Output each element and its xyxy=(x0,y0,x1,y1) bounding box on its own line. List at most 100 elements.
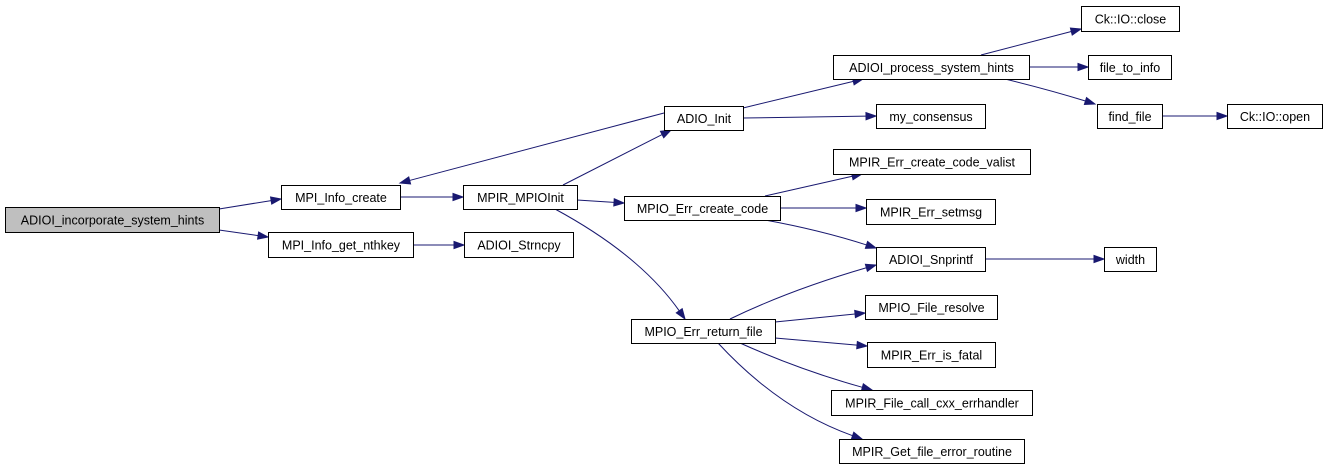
node-label: ADIOI_Strncpy xyxy=(477,239,561,253)
arrowhead-icon xyxy=(855,203,868,213)
node-find-file[interactable]: find_file xyxy=(1097,104,1163,129)
edge-line xyxy=(562,134,663,186)
node-box[interactable] xyxy=(833,55,1030,80)
node-box[interactable] xyxy=(5,207,220,233)
edge-adio-init-to-my-consensus xyxy=(742,111,878,121)
node-ck-io-close[interactable]: Ck::IO::close xyxy=(1081,6,1180,32)
node-file-to-info[interactable]: file_to_info xyxy=(1088,55,1172,80)
arrowhead-icon xyxy=(860,383,874,392)
edge-line xyxy=(774,337,858,346)
arrowhead-icon xyxy=(613,198,626,207)
arrowhead-icon xyxy=(864,263,878,273)
node-adioi-incorporate-system-hints[interactable]: ADIOI_incorporate_system_hints xyxy=(5,207,220,233)
node-box[interactable] xyxy=(876,104,986,129)
node-box[interactable] xyxy=(831,390,1033,416)
node-box[interactable] xyxy=(839,439,1025,464)
node-box[interactable] xyxy=(865,295,998,320)
edge-mpio-err-create-code-to-mpir-err-setmsg xyxy=(780,203,868,213)
arrowhead-icon xyxy=(1093,254,1106,264)
node-my-consensus[interactable]: my_consensus xyxy=(876,104,986,129)
node-label: ADIO_Init xyxy=(677,112,732,126)
node-adio-init[interactable]: ADIO_Init xyxy=(664,106,744,131)
node-ck-io-open[interactable]: Ck::IO::open xyxy=(1227,104,1323,129)
edge-line xyxy=(218,200,272,210)
node-mpio-err-create-code[interactable]: MPIO_Err_create_code xyxy=(624,196,781,221)
node-mpir-err-create-code-valist[interactable]: MPIR_Err_create_code_valist xyxy=(833,149,1031,175)
node-mpir-err-is-fatal[interactable]: MPIR_Err_is_fatal xyxy=(867,342,996,368)
edge-mpir-mpioinit-to-mpio-err-return-file xyxy=(554,208,686,321)
node-label: MPIO_Err_return_file xyxy=(644,325,762,339)
node-box[interactable] xyxy=(867,342,996,368)
node-label: MPI_Info_create xyxy=(295,191,387,205)
node-box[interactable] xyxy=(464,232,574,258)
edge-mpir-mpioinit-to-adio-init xyxy=(562,129,673,186)
node-width[interactable]: width xyxy=(1104,247,1157,272)
node-box[interactable] xyxy=(1097,104,1163,129)
edge-adioi-incorporate-system-hints-to-mpi-info-create xyxy=(218,196,283,210)
edge-mpio-err-create-code-to-mpir-err-create-code-valist xyxy=(764,172,864,197)
nodes-layer: ADIOI_incorporate_system_hints MPI_Info_c… xyxy=(5,6,1323,464)
arrowhead-icon xyxy=(1069,27,1083,36)
node-label: Ck::IO::close xyxy=(1095,13,1167,27)
node-adioi-process-system-hints[interactable]: ADIOI_process_system_hints xyxy=(833,55,1030,80)
edge-adioi-incorporate-system-hints-to-mpi-info-get-nthkey xyxy=(218,229,270,240)
arrowhead-icon xyxy=(452,192,465,202)
node-mpir-err-setmsg[interactable]: MPIR_Err_setmsg xyxy=(866,199,996,225)
edge-line xyxy=(218,229,259,237)
node-adioi-strncpy[interactable]: ADIOI_Strncpy xyxy=(464,232,574,258)
arrowhead-icon xyxy=(865,111,878,121)
edge-mpi-info-create-to-mpir-mpioinit xyxy=(400,192,465,202)
edge-mpio-err-return-file-to-mpir-err-is-fatal xyxy=(774,337,869,350)
edge-adio-init-to-mpi-info-create xyxy=(398,112,665,185)
arrowhead-icon xyxy=(850,431,864,440)
node-mpio-err-return-file[interactable]: MPIO_Err_return_file xyxy=(631,319,776,344)
node-box[interactable] xyxy=(463,185,578,210)
edge-line xyxy=(717,342,853,437)
edge-line xyxy=(980,31,1072,56)
node-mpir-mpioinit[interactable]: MPIR_MPIOInit xyxy=(463,185,578,210)
arrowhead-icon xyxy=(398,176,412,185)
arrowhead-icon xyxy=(453,240,466,250)
edge-line xyxy=(554,208,680,312)
node-adioi-snprintf[interactable]: ADIOI_Snprintf xyxy=(876,247,986,272)
node-box[interactable] xyxy=(268,232,414,258)
node-label: ADIOI_Snprintf xyxy=(889,253,974,267)
node-box[interactable] xyxy=(1081,6,1180,32)
arrowhead-icon xyxy=(269,196,283,205)
node-label: MPIO_File_resolve xyxy=(878,301,984,315)
node-box[interactable] xyxy=(1088,55,1172,80)
edge-adioi-process-system-hints-to-ck-io-close xyxy=(980,27,1083,56)
node-box[interactable] xyxy=(631,319,776,344)
node-box[interactable] xyxy=(281,185,401,210)
node-label: file_to_info xyxy=(1100,61,1161,75)
edge-mpio-err-return-file-to-mpir-file-call-cxx-errhandler xyxy=(739,342,874,392)
edge-adioi-process-system-hints-to-find-file xyxy=(1004,78,1097,105)
node-mpi-info-create[interactable]: MPI_Info_create xyxy=(281,185,401,210)
node-box[interactable] xyxy=(1227,104,1323,129)
node-mpir-get-file-error-routine[interactable]: MPIR_Get_file_error_routine xyxy=(839,439,1025,464)
node-mpir-file-call-cxx-errhandler[interactable]: MPIR_File_call_cxx_errhandler xyxy=(831,390,1033,416)
arrowhead-icon xyxy=(864,240,878,249)
node-box[interactable] xyxy=(866,199,996,225)
edges-layer xyxy=(218,27,1229,440)
edge-line xyxy=(764,175,853,197)
node-box[interactable] xyxy=(1104,247,1157,272)
edge-adioi-process-system-hints-to-file-to-info xyxy=(1029,62,1090,72)
edge-line xyxy=(409,112,665,181)
edge-adioi-snprintf-to-width xyxy=(985,254,1106,264)
node-label: Ck::IO::open xyxy=(1240,110,1310,124)
node-mpi-info-get-nthkey[interactable]: MPI_Info_get_nthkey xyxy=(268,232,414,258)
node-box[interactable] xyxy=(624,196,781,221)
node-box[interactable] xyxy=(833,149,1031,175)
node-label: MPIR_Err_is_fatal xyxy=(881,349,982,363)
edge-mpio-err-return-file-to-mpio-file-resolve xyxy=(774,309,867,323)
node-label: MPIR_File_call_cxx_errhandler xyxy=(845,397,1019,411)
edge-line xyxy=(764,219,867,246)
node-box[interactable] xyxy=(664,106,744,131)
node-box[interactable] xyxy=(876,247,986,272)
node-label: MPI_Info_get_nthkey xyxy=(282,239,401,253)
edge-mpir-mpioinit-to-mpio-err-create-code xyxy=(576,198,626,207)
arrowhead-icon xyxy=(856,340,869,350)
node-mpio-file-resolve[interactable]: MPIO_File_resolve xyxy=(865,295,998,320)
